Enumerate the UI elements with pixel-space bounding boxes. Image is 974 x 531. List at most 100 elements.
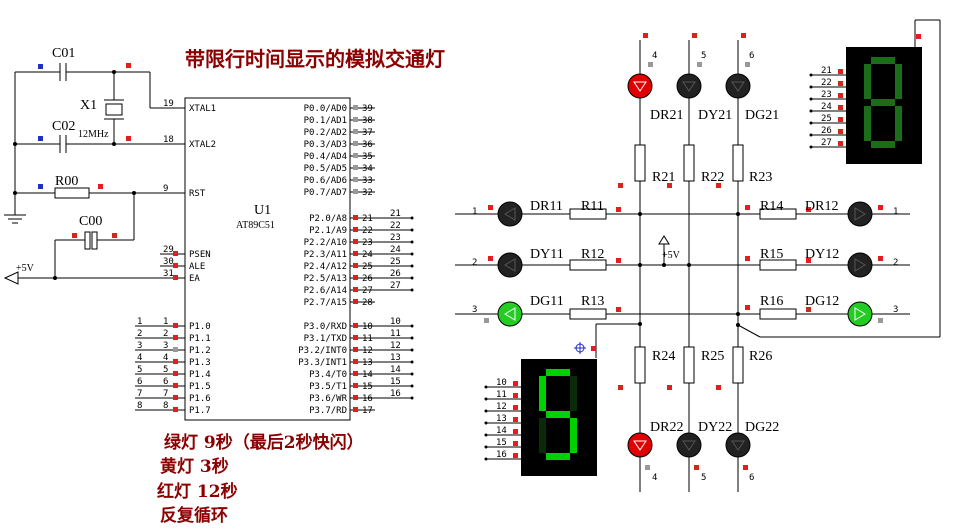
pin-marker xyxy=(353,395,358,400)
mcu-pin-num: 23 xyxy=(362,238,373,248)
display-net-num: 11 xyxy=(496,390,507,400)
net-5-top: 5 xyxy=(701,51,706,61)
led-body xyxy=(676,432,702,458)
pin-marker xyxy=(173,371,178,376)
led-triangle xyxy=(504,207,516,221)
segment-c xyxy=(570,418,577,453)
mcu-pin-num: 39 xyxy=(362,104,373,114)
pin-marker xyxy=(741,33,746,38)
mcu-pin-name: P1.6 xyxy=(189,394,211,404)
pin-marker xyxy=(353,239,358,244)
pin-marker xyxy=(353,275,358,280)
net-1-left: 1 xyxy=(472,207,477,217)
pin-marker xyxy=(745,62,750,67)
mcu-u1[interactable]: U1 AT89C51 xyxy=(184,97,351,421)
net-1-right: 1 xyxy=(893,207,898,217)
pin-marker xyxy=(745,205,750,210)
display-net-num: 27 xyxy=(821,138,832,148)
mcu-pin-name: P0.6/AD6 xyxy=(304,176,347,186)
mcu-pin-num: 11 xyxy=(362,334,373,344)
net-end xyxy=(410,276,414,280)
segment-a xyxy=(546,369,570,376)
mcu-pin-name: P0.0/AD0 xyxy=(304,104,347,114)
mcu-pin-num: 18 xyxy=(163,135,174,145)
mcu-pin-num: 31 xyxy=(163,269,174,279)
mcu-pin-name: P0.3/AD3 xyxy=(304,140,347,150)
net-num: 21 xyxy=(390,209,401,219)
mcu-pin-num: 1 xyxy=(163,317,168,327)
mcu-pin-num: 32 xyxy=(362,188,373,198)
pin-marker xyxy=(667,183,672,188)
display-net-num: 24 xyxy=(821,102,832,112)
display-net-num: 10 xyxy=(496,378,507,388)
segment-e xyxy=(539,418,546,453)
pin-marker xyxy=(838,93,843,98)
pin-marker xyxy=(878,256,883,261)
display-net-num: 15 xyxy=(496,438,507,448)
led-triangle xyxy=(731,440,745,451)
mcu-pin-name: P1.5 xyxy=(189,382,211,392)
net-end xyxy=(410,324,414,328)
mcu-pin-num: 5 xyxy=(163,365,168,375)
mcu-pin-name: P3.1/TXD xyxy=(304,334,347,344)
r13-label: R13 xyxy=(581,294,604,309)
dy21-label: DY21 xyxy=(698,108,732,123)
pin-marker xyxy=(692,33,697,38)
mcu-pin-name: P0.4/AD4 xyxy=(304,152,347,162)
segment-a xyxy=(871,57,895,64)
pin-marker xyxy=(353,287,358,292)
mcu-pin-name: P0.7/AD7 xyxy=(304,188,347,198)
display-net-num: 23 xyxy=(821,90,832,100)
mcu-pin-name: P1.2 xyxy=(189,346,211,356)
mcu-pin-num: 34 xyxy=(362,164,373,174)
display-net-num: 25 xyxy=(821,114,832,124)
mcu-pin-name: P3.5/T1 xyxy=(309,382,347,392)
mcu-pin-name: P0.2/AD2 xyxy=(304,128,347,138)
net-3-left: 3 xyxy=(472,305,477,315)
net-num: 11 xyxy=(390,329,401,339)
mcu-pin-num: 8 xyxy=(163,401,168,411)
pin-marker xyxy=(353,371,358,376)
x1-freq: 12MHz xyxy=(78,129,109,140)
mcu-pin-num: 25 xyxy=(362,262,373,272)
resistor-v xyxy=(634,346,646,384)
mcu-pin-num: 16 xyxy=(362,394,373,404)
display-net-num: 14 xyxy=(496,426,507,436)
p1-net-num: 5 xyxy=(137,365,142,375)
led-triangle xyxy=(854,307,866,321)
led-body xyxy=(497,252,523,278)
pin-marker xyxy=(716,385,721,390)
c01-label: C01 xyxy=(52,46,75,61)
mcu-pin-num: 12 xyxy=(362,346,373,356)
mcu-pin-name: ALE xyxy=(189,262,205,272)
mcu-pin-name: P1.1 xyxy=(189,334,211,344)
mcu-pin-name: P2.3/A11 xyxy=(304,250,347,260)
net-end xyxy=(410,288,414,292)
pin-marker xyxy=(513,453,518,458)
pin-marker xyxy=(353,383,358,388)
net-num: 10 xyxy=(390,317,401,327)
segment-f xyxy=(539,376,546,411)
dr21-label: DR21 xyxy=(650,108,683,123)
mcu-pin-name: P2.6/A14 xyxy=(304,286,347,296)
mcu-pin-num: 2 xyxy=(163,329,168,339)
pin-marker xyxy=(806,258,811,263)
segment-d xyxy=(546,453,570,460)
pin-marker xyxy=(838,117,843,122)
net-num: 16 xyxy=(390,389,401,399)
note-red: 红灯 12秒 xyxy=(157,481,238,502)
resistor-h xyxy=(759,208,797,220)
vcc-label: +5V xyxy=(16,263,35,274)
led-triangle xyxy=(504,258,516,272)
pin-marker xyxy=(353,105,358,110)
segment-b xyxy=(895,64,902,99)
mcu-pin-name: P3.3/INT1 xyxy=(298,358,347,368)
display-net-num: 13 xyxy=(496,414,507,424)
net-4-top: 4 xyxy=(652,51,657,61)
led-body xyxy=(847,301,873,327)
pin-marker xyxy=(353,359,358,364)
pin-marker xyxy=(353,129,358,134)
pin-marker xyxy=(745,256,750,261)
